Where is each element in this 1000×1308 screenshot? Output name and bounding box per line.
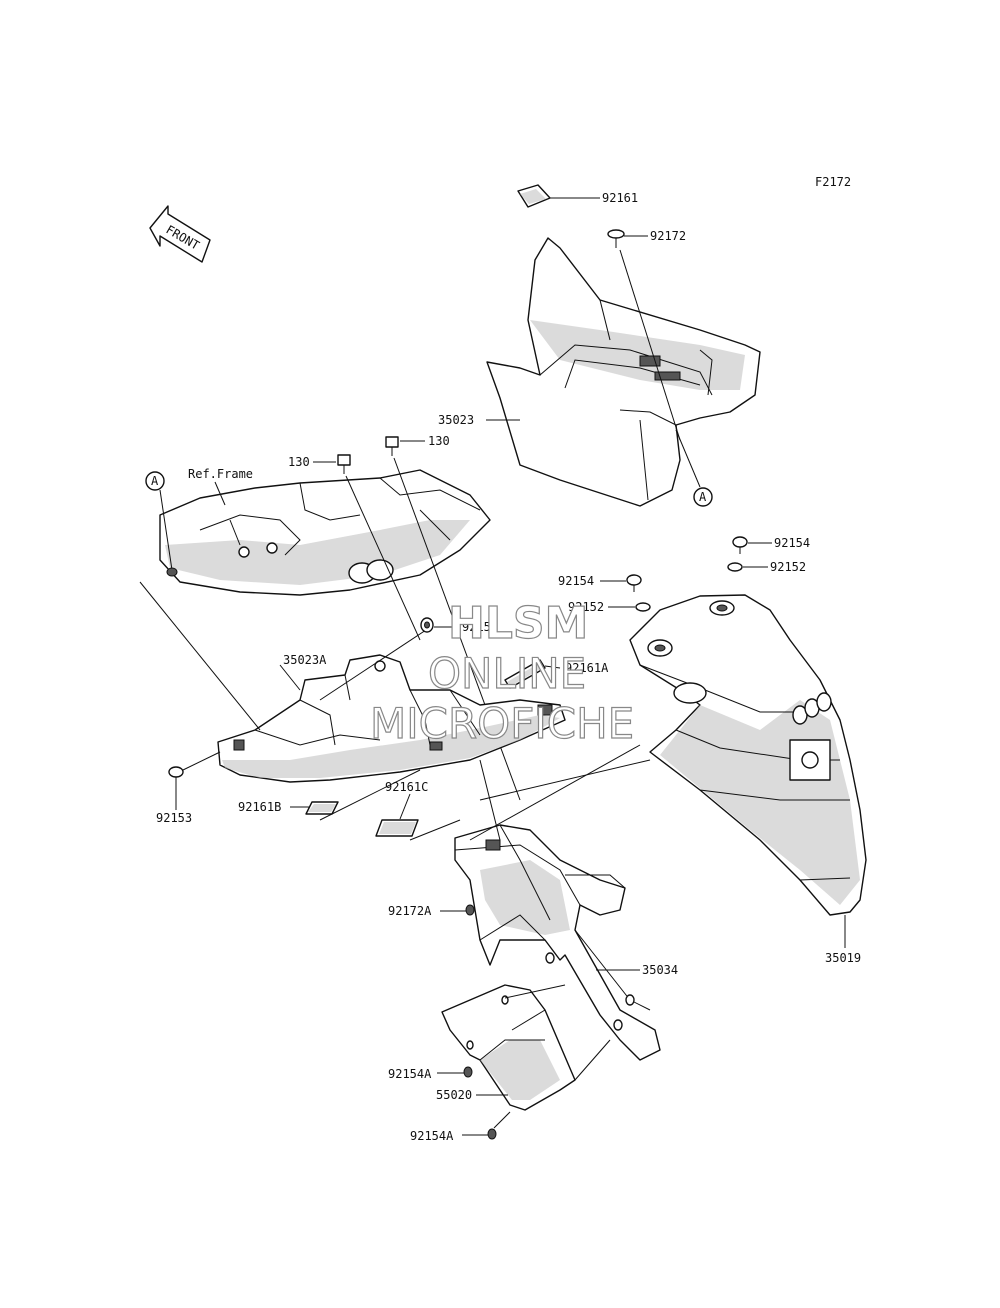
label-92152-upper: 92152 <box>770 560 806 574</box>
label-92161: 92161 <box>602 191 638 205</box>
label-92172A: 92172A <box>388 904 432 918</box>
label-92172: 92172 <box>650 229 686 243</box>
nut-92154A-lower: 92154A <box>410 1111 511 1143</box>
label-92154A-upper: 92154A <box>388 1067 432 1081</box>
washer-92152-upper: 92152 <box>727 560 806 574</box>
pad-92161B: 92161B <box>238 769 421 821</box>
label-92152-middle: 92152 <box>568 600 604 614</box>
figure-code: F2172 <box>815 175 851 189</box>
front-arrow-icon: FRONT <box>149 205 211 263</box>
nut-92154A-upper: 92154A <box>388 1066 473 1081</box>
inner-fender-35023A <box>217 654 566 783</box>
screw-92172A: 92172A <box>388 904 475 918</box>
frame-reference: Ref.Frame <box>159 467 491 596</box>
bolt-130-left: 130 <box>288 454 421 641</box>
label-35023: 35023 <box>438 413 474 427</box>
label-55020: 55020 <box>436 1088 472 1102</box>
bolt-92154-upper: 92154 <box>732 536 810 554</box>
watermark-line3: MICROFICHE <box>370 699 634 748</box>
label-130-right: 130 <box>428 434 450 448</box>
label-92153-middle: 92153 <box>462 620 498 634</box>
label-92154-upper: 92154 <box>774 536 810 550</box>
bolt-92154-middle: 92154 <box>558 574 642 592</box>
bracket-35034 <box>454 824 661 1061</box>
label-35023A: 35023A <box>283 653 327 667</box>
label-35034: 35034 <box>642 963 678 977</box>
label-92161A: 92161A <box>565 661 609 675</box>
pad-92161C: 92161C <box>375 780 461 841</box>
rear-fender-cover-35023 <box>486 237 761 507</box>
washer-92152-middle: 92152 <box>568 600 651 614</box>
label-35019: 35019 <box>825 951 861 965</box>
callout-a-left: A <box>145 471 178 577</box>
label-92154A-lower: 92154A <box>410 1129 454 1143</box>
screw-92172: 92172 <box>607 229 686 441</box>
svg-text:A: A <box>699 490 707 504</box>
watermark: HLSM ONLINE MICROFICHE <box>369 597 634 748</box>
label-92153-left: 92153 <box>156 811 192 825</box>
ref-frame-label: Ref.Frame <box>188 467 253 481</box>
label-92161C: 92161C <box>385 780 428 794</box>
watermark-line2: ONLINE <box>428 649 586 698</box>
pad-92161: 92161 <box>517 184 638 208</box>
grommet-92153-middle: 92153 <box>420 617 498 634</box>
svg-text:A: A <box>151 474 159 488</box>
plate-55020 <box>441 984 576 1111</box>
label-130-left: 130 <box>288 455 310 469</box>
callout-a-right: A <box>675 429 713 507</box>
label-92161B: 92161B <box>238 800 281 814</box>
bolt-92153-left: 92153 <box>156 751 221 825</box>
rear-fender-35019 <box>629 594 867 916</box>
label-92154-middle: 92154 <box>558 574 594 588</box>
watermark-line1: HLSM <box>448 598 588 649</box>
pad-92161A: 92161A <box>504 659 609 689</box>
